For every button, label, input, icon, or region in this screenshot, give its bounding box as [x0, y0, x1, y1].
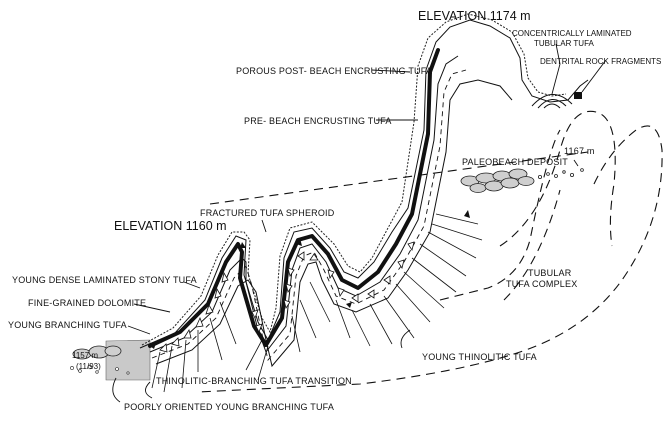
dashed-boundaries — [197, 110, 663, 393]
label-young-thinolitic: YOUNG THINOLITIC TUFA — [422, 352, 537, 362]
label-date-1157: (11/93) — [76, 362, 101, 371]
direction-arrows — [150, 210, 470, 349]
label-tubular-line2: TUFA COMPLEX — [506, 279, 577, 289]
tubular-tufa-spheroid — [531, 92, 582, 109]
label-transition: THINOLITIC-BRANCHING TUFA TRANSITION — [156, 376, 352, 386]
label-pre-beach: PRE- BEACH ENCRUSTING TUFA — [244, 116, 392, 126]
label-porous-post-beach: POROUS POST- BEACH ENCRUSTING TUFA — [236, 66, 432, 76]
label-paleobeach: PALEOBEACH DEPOSIT — [462, 157, 568, 167]
label-fine-grained-dolomite: FINE-GRAINED DOLOMITE — [28, 298, 146, 308]
label-fractured-spheroid: FRACTURED TUFA SPHEROID — [200, 208, 335, 218]
paleobeach-pebbles — [460, 168, 584, 193]
tufa-wall — [139, 13, 589, 368]
label-poorly-oriented: POORLY ORIENTED YOUNG BRANCHING TUFA — [124, 402, 334, 412]
label-elevation-1157: 1157 m — [72, 351, 98, 360]
label-elevation-1160: ELEVATION 1160 m — [114, 219, 227, 233]
label-young-dense: YOUNG DENSE LAMINATED STONY TUFA — [12, 275, 197, 285]
label-young-branching: YOUNG BRANCHING TUFA — [8, 320, 127, 330]
thinolitic-crystals — [151, 213, 483, 393]
branching-markers — [159, 241, 415, 353]
label-elevation-1167: 1167 m — [564, 146, 595, 156]
base-rock-1157 — [70, 339, 151, 381]
leader-lines — [112, 43, 607, 403]
label-detrital-rock: DENTRITAL ROCK FRAGMENTS — [540, 57, 661, 66]
label-concentric-line1: CONCENTRICALLY LAMINATED — [512, 29, 632, 38]
label-elevation-1174: ELEVATION 1174 m — [418, 9, 531, 23]
label-tubular-line1: TUBULAR — [528, 268, 572, 278]
label-concentric-line2: TUBULAR TUFA — [534, 39, 595, 48]
